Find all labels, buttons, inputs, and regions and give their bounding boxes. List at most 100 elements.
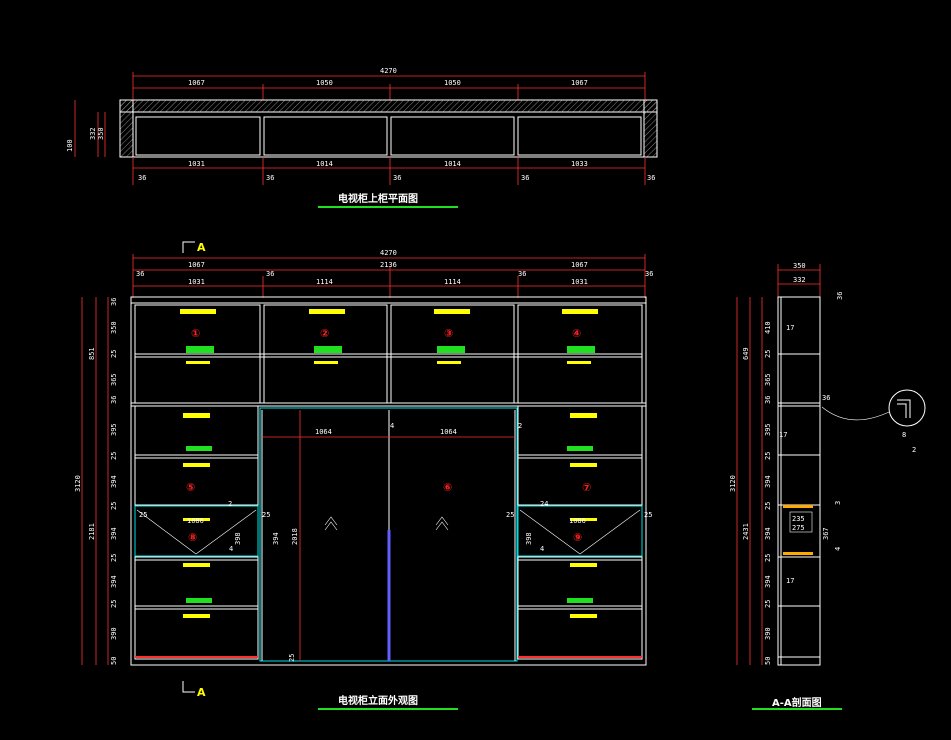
section-mark-235: 235 <box>792 515 805 523</box>
sec-ldim-8: 394 <box>764 527 772 540</box>
sec-ldim-6: 394 <box>764 475 772 488</box>
section-mark-4: 4 <box>834 547 842 551</box>
glass-dim-r2: 25 <box>644 511 652 519</box>
glass-dim-l7: 4 <box>229 545 233 553</box>
glass-dim-r5: 398 <box>525 532 533 545</box>
glass-dim-l4: 2 <box>228 500 232 508</box>
elev-inner-1: 1031 <box>188 278 205 286</box>
plan-width-1: 1067 <box>188 79 205 87</box>
section-mark-bottom: A <box>197 686 206 699</box>
sec-ldim-7: 25 <box>764 502 772 510</box>
plan-overall-dim: 4270 <box>380 67 397 75</box>
elev-left-mid-b: 2181 <box>88 523 96 540</box>
tv-bottom-mark: 25 <box>288 654 296 662</box>
section-top-350: 350 <box>793 262 806 270</box>
glass-dim-r4: 24 <box>540 500 548 508</box>
glass-dim-r6: 4 <box>540 545 544 553</box>
section-left-a: 649 <box>742 347 750 360</box>
glass-dim-r3: 1086 <box>569 517 586 525</box>
elev-inner-2: 1114 <box>316 278 333 286</box>
cabinet-number-4: ④ <box>572 327 581 340</box>
section-top-332: 332 <box>793 276 806 284</box>
glass-dim-r1: 25 <box>506 511 514 519</box>
section-mark-17b: 17 <box>779 431 787 439</box>
elev-gap-2: 36 <box>266 270 274 278</box>
glass-dim-l6: 394 <box>272 532 280 545</box>
detail-mark-2: 2 <box>912 446 916 454</box>
elev-left-mid-a: 851 <box>88 347 96 360</box>
sec-ldim-10: 394 <box>764 575 772 588</box>
cabinet-number-9: ⑨ <box>573 531 582 544</box>
section-mark-275: 275 <box>792 524 805 532</box>
elev-ldim-10: 25 <box>110 554 118 562</box>
section-top-36: 36 <box>836 292 844 300</box>
cabinet-number-8: ⑧ <box>188 531 197 544</box>
elevation-title: 电视柜立面外观图 <box>338 694 418 707</box>
section-left-b: 2431 <box>742 523 750 540</box>
elev-ldim-4: 36 <box>110 396 118 404</box>
section-mark-top: A <box>197 241 206 254</box>
section-mark-17a: 17 <box>786 324 794 332</box>
elev-gap-1: 36 <box>136 270 144 278</box>
sec-ldim-4: 395 <box>764 423 772 436</box>
handle-markers <box>180 309 598 618</box>
upper-cabinet-row <box>134 304 643 404</box>
sec-ldim-9: 25 <box>764 554 772 562</box>
elev-ldim-5: 395 <box>110 423 118 436</box>
glass-dim-l1: 25 <box>139 511 147 519</box>
glass-dim-l5: 398 <box>234 532 242 545</box>
plan-width-2: 1050 <box>316 79 333 87</box>
left-tower-cabinet <box>134 405 259 660</box>
tv-sliding-doors: 1064 1064 4 2 2018 25 <box>259 407 522 662</box>
sec-ldim-3: 36 <box>764 396 772 404</box>
section-left-total: 3120 <box>729 475 737 492</box>
tv-width-left: 1064 <box>315 428 332 436</box>
elev-ldim-9: 394 <box>110 527 118 540</box>
detail-mark-8: 8 <box>902 431 906 439</box>
plan-gap-3: 36 <box>393 174 401 182</box>
elev-inner-3: 1114 <box>444 278 461 286</box>
sec-ldim-2: 365 <box>764 373 772 386</box>
plan-inner-2: 1014 <box>316 160 333 168</box>
section-mark-36: 36 <box>822 394 830 402</box>
elev-ldim-12: 25 <box>110 600 118 608</box>
elev-ldim-7: 394 <box>110 475 118 488</box>
glass-dim-l2: 25 <box>262 511 270 519</box>
elev-gap-4: 36 <box>645 270 653 278</box>
cabinet-number-2: ② <box>320 327 329 340</box>
sec-ldim-12: 390 <box>764 627 772 640</box>
section-left-dims: 410 25 365 36 395 25 394 25 394 25 394 2… <box>764 321 772 665</box>
elev-ldim-13: 390 <box>110 627 118 640</box>
front-elevation-view: A A 4270 2136 1067 1067 36 36 36 36 1031… <box>74 241 653 710</box>
elev-ldim-14: 50 <box>110 657 118 665</box>
plan-depth-a: 332 <box>89 127 97 140</box>
section-aa-view: 350 332 36 235 275 367 3 4 17 36 17 17 2… <box>729 262 926 710</box>
plan-gap-5: 36 <box>647 174 655 182</box>
section-mark-3: 3 <box>834 501 842 505</box>
elev-ldim-11: 394 <box>110 575 118 588</box>
plan-gap-1: 36 <box>138 174 146 182</box>
glass-dim-l3: 1086 <box>187 517 204 525</box>
cabinet-number-1: ① <box>191 327 200 340</box>
elev-ldim-6: 25 <box>110 452 118 460</box>
plan-inner-3: 1014 <box>444 160 461 168</box>
elev-gap-3: 36 <box>518 270 526 278</box>
elev-width-left: 1067 <box>188 261 205 269</box>
sec-ldim-1: 25 <box>764 350 772 358</box>
plan-title: 电视柜上柜平面图 <box>338 192 418 205</box>
elev-ldim-3: 365 <box>110 373 118 386</box>
section-title: A-A剖面图 <box>772 696 822 709</box>
elev-overall-dim: 4270 <box>380 249 397 257</box>
elev-ldim-8: 25 <box>110 502 118 510</box>
elev-left-dims: 36 350 25 365 36 395 25 394 25 394 25 39… <box>110 298 118 665</box>
plan-inner-4: 1033 <box>571 160 588 168</box>
plan-depth-b: 350 <box>97 127 105 140</box>
section-mark-367: 367 <box>822 527 830 540</box>
right-tower-cabinet <box>517 405 643 660</box>
sec-ldim-0: 410 <box>764 321 772 334</box>
elev-sub-overall: 2136 <box>380 261 397 269</box>
elev-left-total: 3120 <box>74 475 82 492</box>
elev-inner-4: 1031 <box>571 278 588 286</box>
cabinet-number-6: ⑥ <box>443 481 452 494</box>
top-plan-view: 4270 1067 1050 1050 1067 100 332 350 103… <box>66 67 658 208</box>
